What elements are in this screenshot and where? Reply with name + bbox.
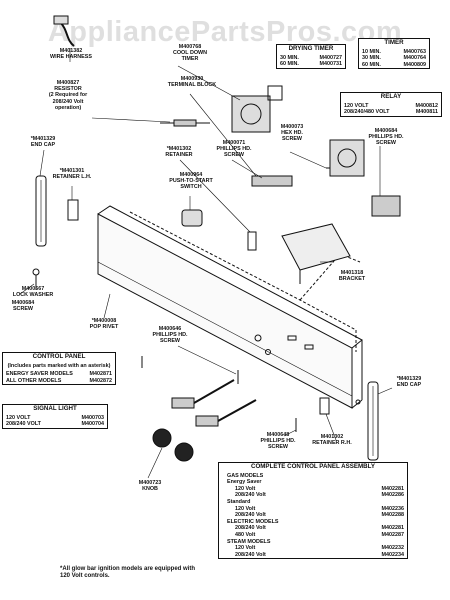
panel-hole bbox=[355, 399, 361, 405]
push-to-start-switch-shape bbox=[181, 209, 203, 227]
panel-hole bbox=[265, 349, 271, 355]
assembly-title: COMPLETE CONTROL PANEL ASSEMBLY bbox=[251, 463, 375, 470]
assembly-table: COMPLETE CONTROL PANEL ASSEMBLY GAS MODE… bbox=[218, 462, 408, 560]
timer-title: TIMER bbox=[384, 39, 404, 46]
drying-timer-table: DRYING TIMER 30 MIN.M400727 60 MIN.M4007… bbox=[276, 44, 346, 69]
knob-shape bbox=[152, 428, 172, 448]
group-sub: Energy Saver bbox=[227, 479, 262, 486]
footnote: *All glow bar ignition models are equipp… bbox=[60, 566, 196, 580]
table-row: 10 MIN.M400763 bbox=[362, 48, 426, 55]
table-row: 30 MIN.M400727 bbox=[280, 54, 342, 61]
resistor-shape bbox=[173, 119, 197, 127]
retainer-left-shape bbox=[67, 199, 79, 221]
drying-timer-title: DRYING TIMER bbox=[288, 45, 334, 52]
control-panel-table: CONTROL PANEL (Includes parts marked wit… bbox=[2, 352, 116, 386]
relay-shape bbox=[371, 195, 401, 217]
end-cap-right-shape bbox=[367, 381, 379, 461]
signal-light-title: SIGNAL LIGHT bbox=[33, 405, 77, 412]
timer-unit-shape bbox=[329, 139, 365, 177]
control-panel-top-edge bbox=[97, 205, 363, 349]
group-heading: STEAM MODELS bbox=[227, 538, 271, 545]
group-heading: ELECTRIC MODELS bbox=[227, 518, 279, 525]
control-panel-note: (Includes parts marked with an asterisk) bbox=[7, 362, 111, 369]
control-panel-title: CONTROL PANEL bbox=[32, 353, 86, 360]
end-cap-left-shape bbox=[35, 175, 47, 247]
terminal-block-shape bbox=[251, 175, 293, 187]
cool-down-timer-shape bbox=[231, 95, 271, 133]
table-row: 60 MIN.M400731 bbox=[280, 61, 342, 68]
watermark: AppliancePartsPros.com bbox=[47, 16, 403, 48]
timer-table: TIMER 10 MIN.M400763 30 MIN.M400764 60 M… bbox=[358, 38, 430, 70]
group-heading: GAS MODELS bbox=[227, 472, 264, 479]
signal-light-shape bbox=[171, 397, 195, 409]
bracket-shape bbox=[281, 223, 351, 271]
relay-title: RELAY bbox=[380, 93, 402, 100]
table-row: 60 MIN.M400809 bbox=[362, 61, 426, 68]
panel-hole bbox=[254, 334, 262, 342]
group-sub: Standard bbox=[227, 498, 251, 505]
knob-shape bbox=[174, 442, 194, 462]
table-row: 30 MIN.M400764 bbox=[362, 55, 426, 62]
wire-harness-shape bbox=[59, 21, 75, 47]
